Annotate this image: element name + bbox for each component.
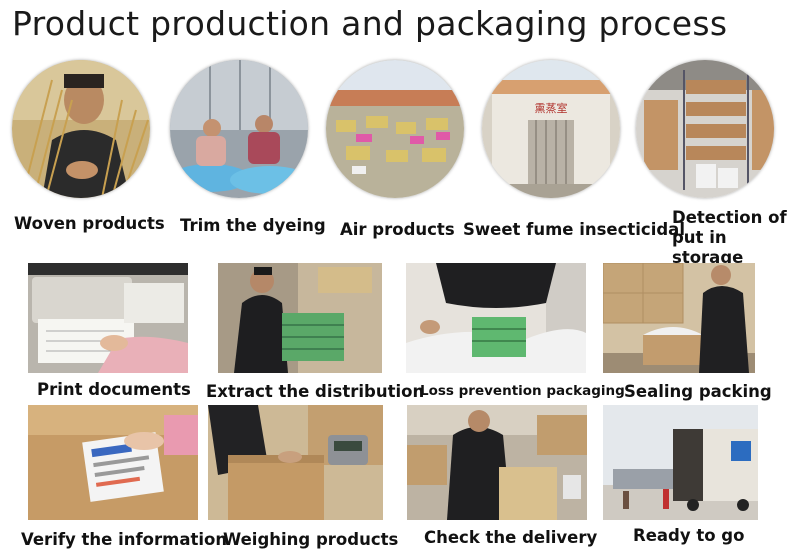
trim-dyeing-photo (170, 60, 308, 198)
print-documents-caption: Print documents (37, 380, 191, 399)
print-documents-photo (28, 263, 188, 373)
air-products-photo (326, 60, 464, 198)
weighing-products-caption: Weighing products (223, 530, 399, 549)
check-delivery-caption: Check the delivery (424, 528, 598, 547)
sealing-packing-photo (603, 263, 755, 373)
trim-dyeing-caption: Trim the dyeing (180, 216, 326, 235)
storage-photo (636, 60, 774, 198)
ready-to-go-photo (603, 405, 758, 520)
fumigation-room-sign: 熏蒸室 (535, 101, 568, 115)
woven-products-caption: Woven products (14, 214, 165, 233)
page-title: Product production and packaging process (12, 4, 728, 43)
check-delivery-photo (407, 405, 587, 520)
extract-distribution-caption: Extract the distribution (206, 382, 425, 401)
loss-prevention-photo (406, 263, 586, 373)
sealing-packing-caption: Sealing packing (624, 382, 772, 401)
storage-caption: Detection of put in storage (672, 208, 790, 268)
ready-to-go-caption: Ready to go (633, 526, 745, 545)
extract-distribution-photo (218, 263, 382, 373)
woven-products-photo (12, 60, 150, 198)
verify-information-photo (28, 405, 198, 520)
storage-caption-line2: put in storage (672, 228, 744, 267)
loss-prevention-caption: Loss prevention packaging (420, 383, 625, 399)
air-products-caption: Air products (340, 220, 455, 239)
weighing-products-photo (208, 405, 383, 520)
sweet-fume-photo: 熏蒸室 (482, 60, 620, 198)
sweet-fume-caption: Sweet fume insecticidal (463, 220, 685, 239)
storage-caption-line1: Detection of (672, 208, 787, 227)
verify-information-caption: Verify the information (21, 530, 228, 549)
